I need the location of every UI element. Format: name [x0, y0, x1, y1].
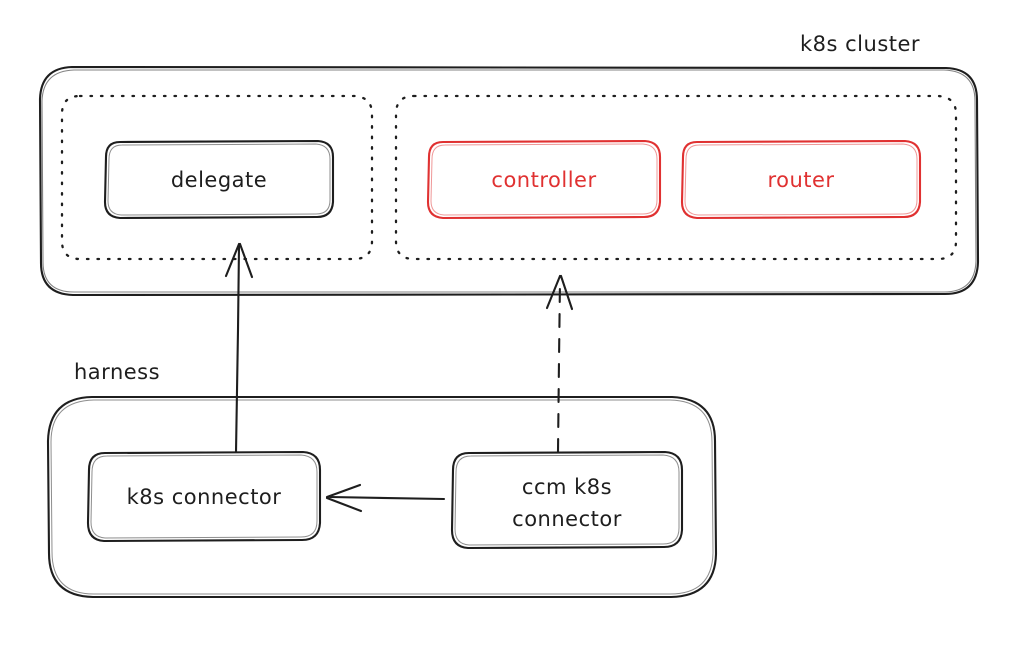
- k8s-connector-to-delegate-edge[interactable]: [224, 242, 254, 454]
- delegate-group[interactable]: [60, 94, 374, 261]
- k8s-cluster-container[interactable]: [38, 65, 980, 297]
- delegate-node[interactable]: [103, 139, 335, 220]
- controller-node[interactable]: [426, 139, 662, 220]
- router-node[interactable]: [680, 139, 922, 220]
- k8s-connector-node[interactable]: [86, 450, 322, 543]
- ccm-connector-to-k8s-connector-edge[interactable]: [325, 483, 446, 513]
- ccm-k8s-connector-node[interactable]: [450, 450, 684, 550]
- harness-container[interactable]: [46, 395, 718, 599]
- red-components-group[interactable]: [394, 94, 958, 261]
- ccm-connector-to-red-group-edge[interactable]: [545, 274, 574, 454]
